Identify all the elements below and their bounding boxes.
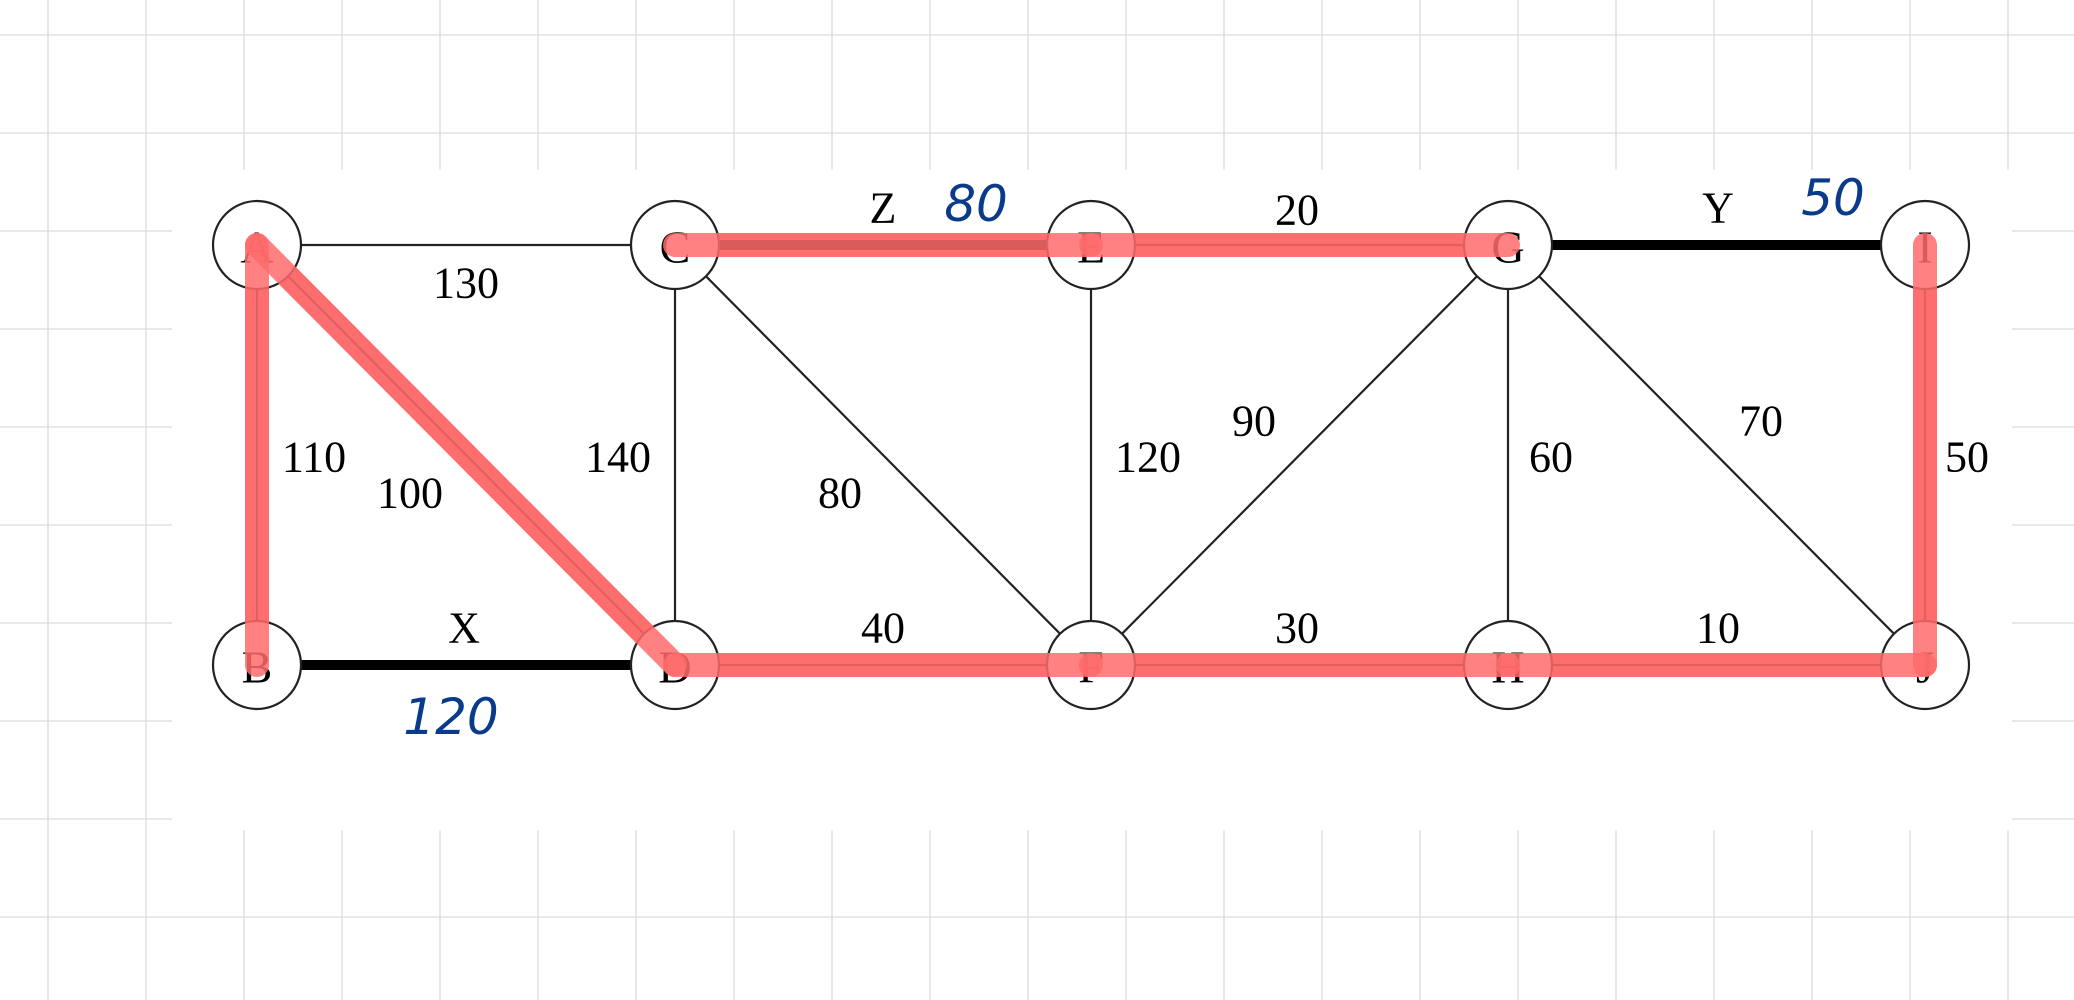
edge-weight-d-f: 40 [861, 604, 905, 653]
edge-weight-b-d: X [448, 604, 480, 653]
edge-weight-e-f: 120 [1115, 433, 1181, 482]
edge-c-f [674, 244, 1092, 666]
edge-f-g [1090, 244, 1509, 666]
edge-weight-c-e: Z [870, 184, 897, 233]
edge-weight-h-j: 10 [1696, 604, 1740, 653]
handwritten-value-g-i: 50 [1801, 169, 1865, 227]
edge-weight-a-b: 110 [282, 433, 346, 482]
edge-weight-c-d: 140 [585, 433, 651, 482]
edge-weight-i-j: 50 [1945, 433, 1989, 482]
edge-weight-g-h: 60 [1529, 433, 1573, 482]
highlight-overlay-a-d [245, 233, 687, 677]
edge-weight-f-h: 30 [1275, 604, 1319, 653]
edge-weight-e-g: 20 [1275, 186, 1319, 235]
edge-weight-a-c: 130 [433, 259, 499, 308]
edge-weight-f-g: 90 [1232, 397, 1276, 446]
edge-weight-g-j: 70 [1739, 397, 1783, 446]
handwritten-value-c-e: 80 [944, 175, 1008, 233]
edge-weight-c-f: 80 [818, 469, 862, 518]
edge-weight-g-i: Y [1702, 184, 1734, 233]
edge-g-j [1507, 244, 1926, 666]
handwritten-annotation-layer: 120 80 50 [403, 169, 1865, 746]
edge-weight-a-d: 100 [377, 469, 443, 518]
handwritten-value-b-d: 120 [403, 688, 498, 746]
